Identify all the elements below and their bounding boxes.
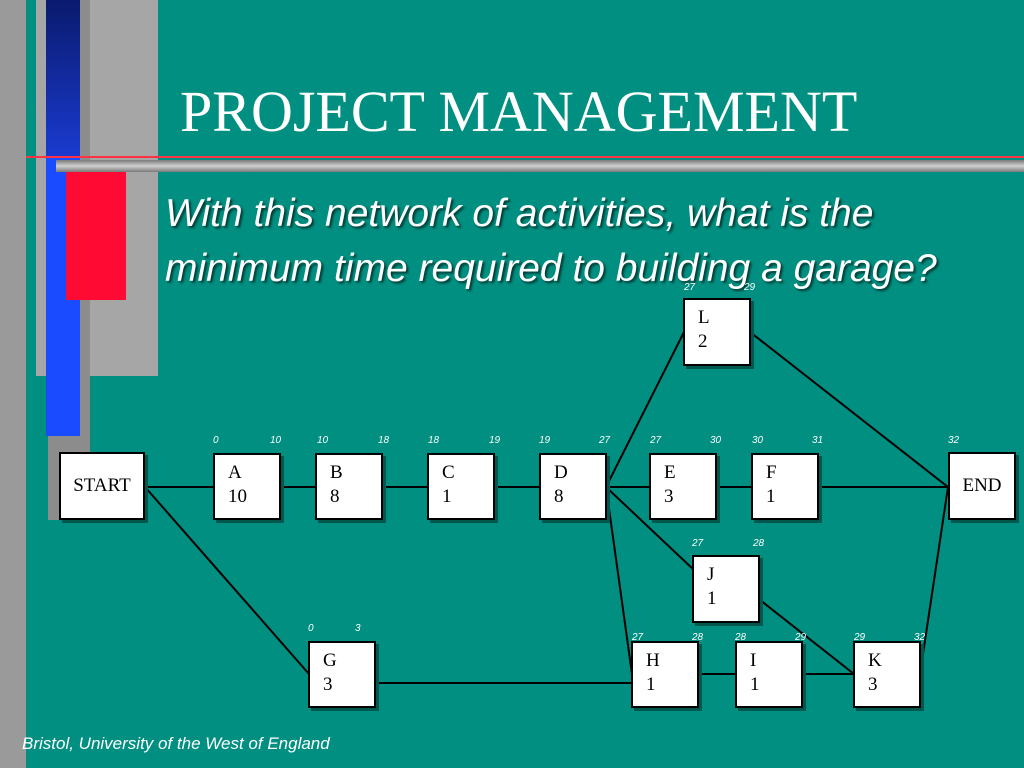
page-title: PROJECT MANAGEMENT — [180, 79, 858, 144]
edge-d-j — [605, 486, 695, 571]
time-i-finish: 29 — [795, 632, 807, 643]
time-h-finish: 28 — [692, 632, 704, 643]
node-c-label: C — [442, 462, 455, 483]
deco-red-block — [66, 172, 126, 300]
time-e-early: 27 — [650, 435, 662, 446]
node-l-duration: 2 — [698, 331, 708, 352]
node-k-duration: 3 — [868, 674, 878, 695]
node-b-duration: 8 — [330, 486, 340, 507]
node-h-label: H — [646, 650, 660, 671]
node-h-duration: 1 — [646, 674, 656, 695]
node-a-duration: 10 — [228, 486, 247, 507]
time-j-early: 27 — [692, 538, 704, 549]
node-f-duration: 1 — [766, 486, 776, 507]
node-g-label: G — [323, 650, 337, 671]
node-k-label: K — [868, 650, 882, 671]
time-g-finish: 3 — [355, 623, 361, 634]
node-end-label: END — [962, 475, 1002, 496]
time-f-early: 30 — [752, 435, 764, 446]
edge-start-g — [144, 486, 310, 675]
deco-navy-bar — [46, 0, 80, 158]
time-end: 32 — [948, 435, 960, 446]
time-h-early: 27 — [632, 632, 644, 643]
time-g-early: 0 — [308, 623, 314, 634]
node-j-duration: 1 — [707, 588, 717, 609]
node-d-label: D — [554, 462, 568, 483]
node-start: START — [59, 452, 145, 520]
time-d-early: 19 — [539, 435, 551, 446]
edge-l-end — [749, 331, 949, 488]
edge-d-h — [605, 486, 633, 675]
time-e-finish: 30 — [710, 435, 722, 446]
time-k-finish: 32 — [914, 632, 926, 643]
deco-grey-rule — [56, 160, 1024, 172]
time-j-finish: 28 — [753, 538, 765, 549]
edge-d-l — [605, 331, 685, 488]
node-i-duration: 1 — [750, 674, 760, 695]
time-a-finish: 10 — [270, 435, 282, 446]
time-b-early: 10 — [317, 435, 329, 446]
time-a-early: 0 — [213, 435, 219, 446]
node-a: A 10 — [213, 453, 281, 520]
deco-red-rule — [26, 156, 1024, 158]
time-c-finish: 19 — [489, 435, 501, 446]
node-c-duration: 1 — [442, 486, 452, 507]
node-g-duration: 3 — [323, 674, 333, 695]
node-j-label: J — [707, 564, 715, 585]
edge-j-k — [759, 599, 855, 675]
question-text: With this network of activities, what is… — [165, 192, 937, 290]
node-e-duration: 3 — [664, 486, 674, 507]
time-b-finish: 18 — [378, 435, 390, 446]
time-c-early: 18 — [428, 435, 440, 446]
node-l-label: L — [698, 307, 710, 328]
node-b-label: B — [330, 462, 343, 483]
footer-credit: Bristol, University of the West of Engla… — [22, 734, 330, 753]
deco-grey-bar-outer — [0, 0, 26, 768]
time-l-early: 27 — [684, 282, 696, 293]
node-end: END — [948, 452, 1016, 520]
edge-k-end — [919, 486, 949, 675]
time-l-finish: 29 — [744, 282, 756, 293]
node-start-label: START — [73, 475, 131, 496]
time-f-finish: 31 — [812, 435, 824, 446]
node-e-label: E — [664, 462, 676, 483]
node-d-duration: 8 — [554, 486, 564, 507]
time-k-early: 29 — [854, 632, 866, 643]
node-f-label: F — [766, 462, 777, 483]
time-i-early: 28 — [735, 632, 747, 643]
time-d-finish: 27 — [599, 435, 611, 446]
node-a-label: A — [228, 462, 242, 483]
node-i-label: I — [750, 650, 757, 671]
